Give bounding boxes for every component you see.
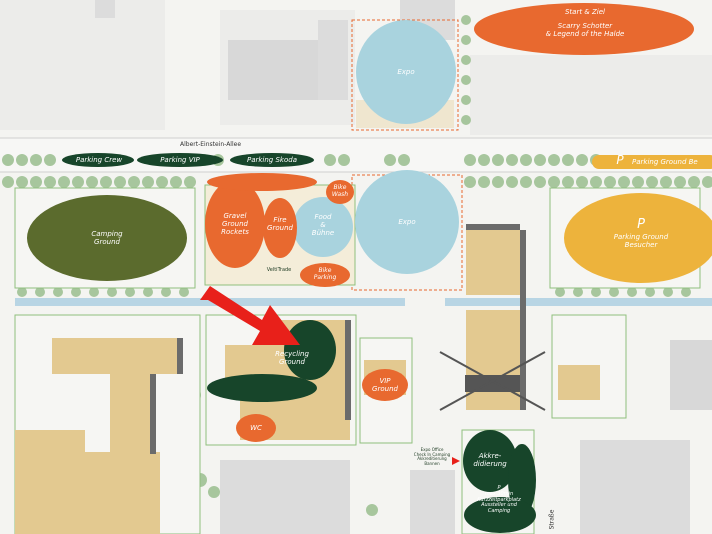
recycling-ground-zone bbox=[207, 374, 317, 402]
grey-building-2 bbox=[318, 20, 348, 100]
expo-hall-x-line2 bbox=[439, 351, 546, 411]
building-shadows bbox=[150, 224, 526, 454]
recycling-top-zone bbox=[284, 320, 336, 380]
food-buehne-zone bbox=[293, 197, 353, 257]
tree-row-south bbox=[2, 176, 712, 188]
label-start-ziel-sub: Scarry Schotter & Legend of the Halde bbox=[545, 22, 625, 39]
expo-north-zone bbox=[356, 20, 456, 124]
label-gravel-ground: Gravel Ground Rockets bbox=[221, 212, 249, 237]
site-boundary-north bbox=[351, 19, 459, 131]
parking-besucher-strip bbox=[592, 155, 712, 169]
label-fire-ground: Fire Ground bbox=[267, 216, 293, 233]
camping-ground-zone bbox=[27, 195, 187, 281]
parking-crew-zone bbox=[62, 153, 134, 167]
tree-row-north bbox=[2, 154, 602, 166]
wc-zone bbox=[236, 414, 276, 442]
label-expo-office: Expo Office Check In Camping Akkreditier… bbox=[413, 447, 451, 466]
label-start-ziel-title: Start & Ziel bbox=[564, 8, 605, 16]
grey-building-1 bbox=[228, 40, 323, 100]
parking-vip-zone bbox=[137, 153, 223, 167]
label-parking-p: P bbox=[637, 217, 645, 232]
label-bike-wash: Bike Wash bbox=[331, 184, 349, 198]
label-wc: WC bbox=[250, 424, 262, 432]
label-vip-ground: VIP Ground bbox=[372, 377, 398, 394]
street-albert-einstein: Albert-Einstein-Allee bbox=[180, 141, 242, 148]
label-veltitrade: VeltiTrade bbox=[266, 267, 292, 273]
expo-center-zone bbox=[355, 170, 459, 274]
tree-column-right bbox=[461, 15, 471, 125]
grey-building-7 bbox=[220, 460, 350, 534]
kurzzeit-bottom-zone bbox=[464, 497, 536, 533]
start-ziel-zone bbox=[474, 3, 694, 55]
label-recycling-ground: Recycling Ground bbox=[275, 350, 309, 367]
label-bike-parking: Bike Parking bbox=[313, 267, 337, 281]
street-strasse: Straße bbox=[548, 509, 556, 530]
campus-buildings bbox=[15, 230, 600, 534]
grey-building-5 bbox=[670, 340, 712, 410]
bike-wash-zone bbox=[326, 180, 354, 204]
label-parking-ground-besucher: Parking Ground Besucher bbox=[613, 233, 669, 250]
block-top-left bbox=[0, 0, 165, 130]
label-parking-ground-strip: Parking Ground Be bbox=[632, 158, 698, 166]
label-parking-skoda: Parking Skoda bbox=[246, 156, 297, 164]
label-parking-crew: Parking Crew bbox=[75, 156, 123, 164]
expo-hall-x bbox=[465, 375, 520, 392]
fire-ground-zone bbox=[263, 198, 297, 258]
parking-besucher-zone bbox=[564, 193, 712, 283]
grey-building-3 bbox=[95, 0, 115, 18]
label-camping-ground: Camping Ground bbox=[91, 230, 123, 247]
gravel-ground-zone bbox=[205, 180, 265, 268]
red-arrow bbox=[200, 286, 300, 345]
label-parking-vip: Parking VIP bbox=[160, 156, 200, 164]
bike-parking-zone bbox=[300, 263, 350, 287]
label-food-buehne: Food & Bühne bbox=[311, 213, 335, 238]
expo-office-marker bbox=[452, 457, 460, 465]
label-expo-north: Expo bbox=[397, 68, 415, 76]
akkreditierung-zone bbox=[463, 430, 517, 492]
tree-row-canal bbox=[17, 287, 691, 297]
block-top-right bbox=[470, 55, 712, 135]
label-akkreditierung: Akkre- didierung bbox=[473, 452, 507, 469]
grey-building-6 bbox=[580, 440, 690, 534]
label-kurzzeit: P max 30min Kurzzeitparkplatz Aussteller… bbox=[477, 485, 521, 514]
gravel-top-zone bbox=[207, 173, 317, 191]
label-parking-strip-p: P bbox=[616, 153, 624, 167]
label-expo-center: Expo bbox=[398, 218, 416, 226]
canal-bridge bbox=[405, 296, 445, 308]
parking-skoda-zone bbox=[230, 153, 314, 167]
canal bbox=[15, 298, 712, 306]
grey-building-8 bbox=[410, 470, 455, 534]
vip-ground-zone bbox=[362, 369, 408, 401]
kurzzeit-zone bbox=[508, 444, 536, 516]
